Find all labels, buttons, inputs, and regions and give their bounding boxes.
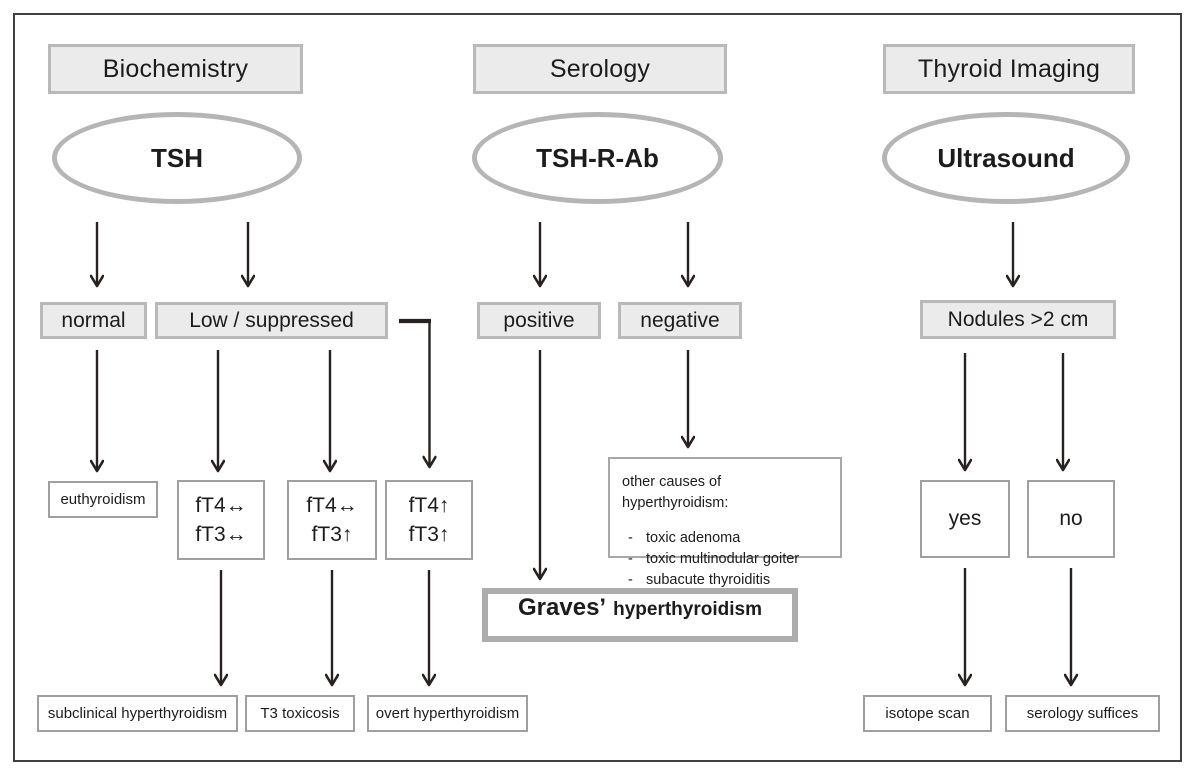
other-causes-item-label: toxic multinodular goiter [646,551,800,568]
ft4-line: fT4↔ [306,493,358,517]
decision-yes: yes [920,480,1010,558]
outcome-overt-hyperthyroidism: overt hyperthyroidism [367,695,528,732]
decision-no: no [1027,480,1115,558]
branch-tshrab-negative: negative [618,302,742,339]
outcome-subclinical-hyperthyroidism: subclinical hyperthyroidism [37,695,238,732]
other-causes-title: other causes of hyperthyroidism: [622,474,729,512]
branch-nodules-2cm: Nodules >2 cm [920,300,1116,339]
bullet-dash: - [628,530,633,547]
ft4-line: fT4↑ [408,493,450,517]
diagnosis-graves-hyperthyroidism: Graves’ hyperthyroidism [482,588,798,642]
other-causes-box: other causes of hyperthyroidism: - toxic… [608,457,842,588]
bullet-dash: - [628,572,633,589]
diagram-frame [13,13,1182,762]
result-ft4-normal-ft3-high: fT4↔ fT3↑ [287,480,377,560]
result-euthyroidism: euthyroidism [48,481,158,518]
outcome-t3-toxicosis: T3 toxicosis [245,695,355,732]
test-ellipse-tsh-r-ab: TSH-R-Ab [472,112,723,204]
branch-tsh-normal: normal [40,302,147,339]
header-thyroid-imaging: Thyroid Imaging [883,44,1135,94]
other-causes-item: - subacute thyroiditis [622,570,770,591]
branch-tshrab-positive: positive [477,302,601,339]
header-biochemistry: Biochemistry [48,44,303,94]
test-ellipse-ultrasound: Ultrasound [882,112,1130,204]
ft3-line: fT3↔ [195,523,247,546]
other-causes-item: - toxic multinodular goiter [622,549,799,570]
header-serology: Serology [473,44,727,94]
bullet-dash: - [628,551,633,568]
other-causes-item: - toxic adenoma [622,528,740,549]
ft3-line: fT3↑ [311,523,353,546]
ft3-line: fT3↑ [408,523,450,546]
other-causes-item-label: subacute thyroiditis [646,572,771,589]
diagnosis-hyperthyroidism-label: hyperthyroidism [613,599,762,620]
result-ft4-normal-ft3-normal: fT4↔ fT3↔ [177,480,265,560]
other-causes-item-label: toxic adenoma [646,530,741,547]
test-ellipse-tsh: TSH [52,112,302,204]
result-ft4-high-ft3-high: fT4↑ fT3↑ [385,480,473,560]
outcome-isotope-scan: isotope scan [863,695,992,732]
outcome-serology-suffices: serology suffices [1005,695,1160,732]
diagnosis-graves-label: Graves’ [518,594,607,621]
ft4-line: fT4↔ [195,493,247,517]
branch-tsh-low-suppressed: Low / suppressed [155,302,388,339]
